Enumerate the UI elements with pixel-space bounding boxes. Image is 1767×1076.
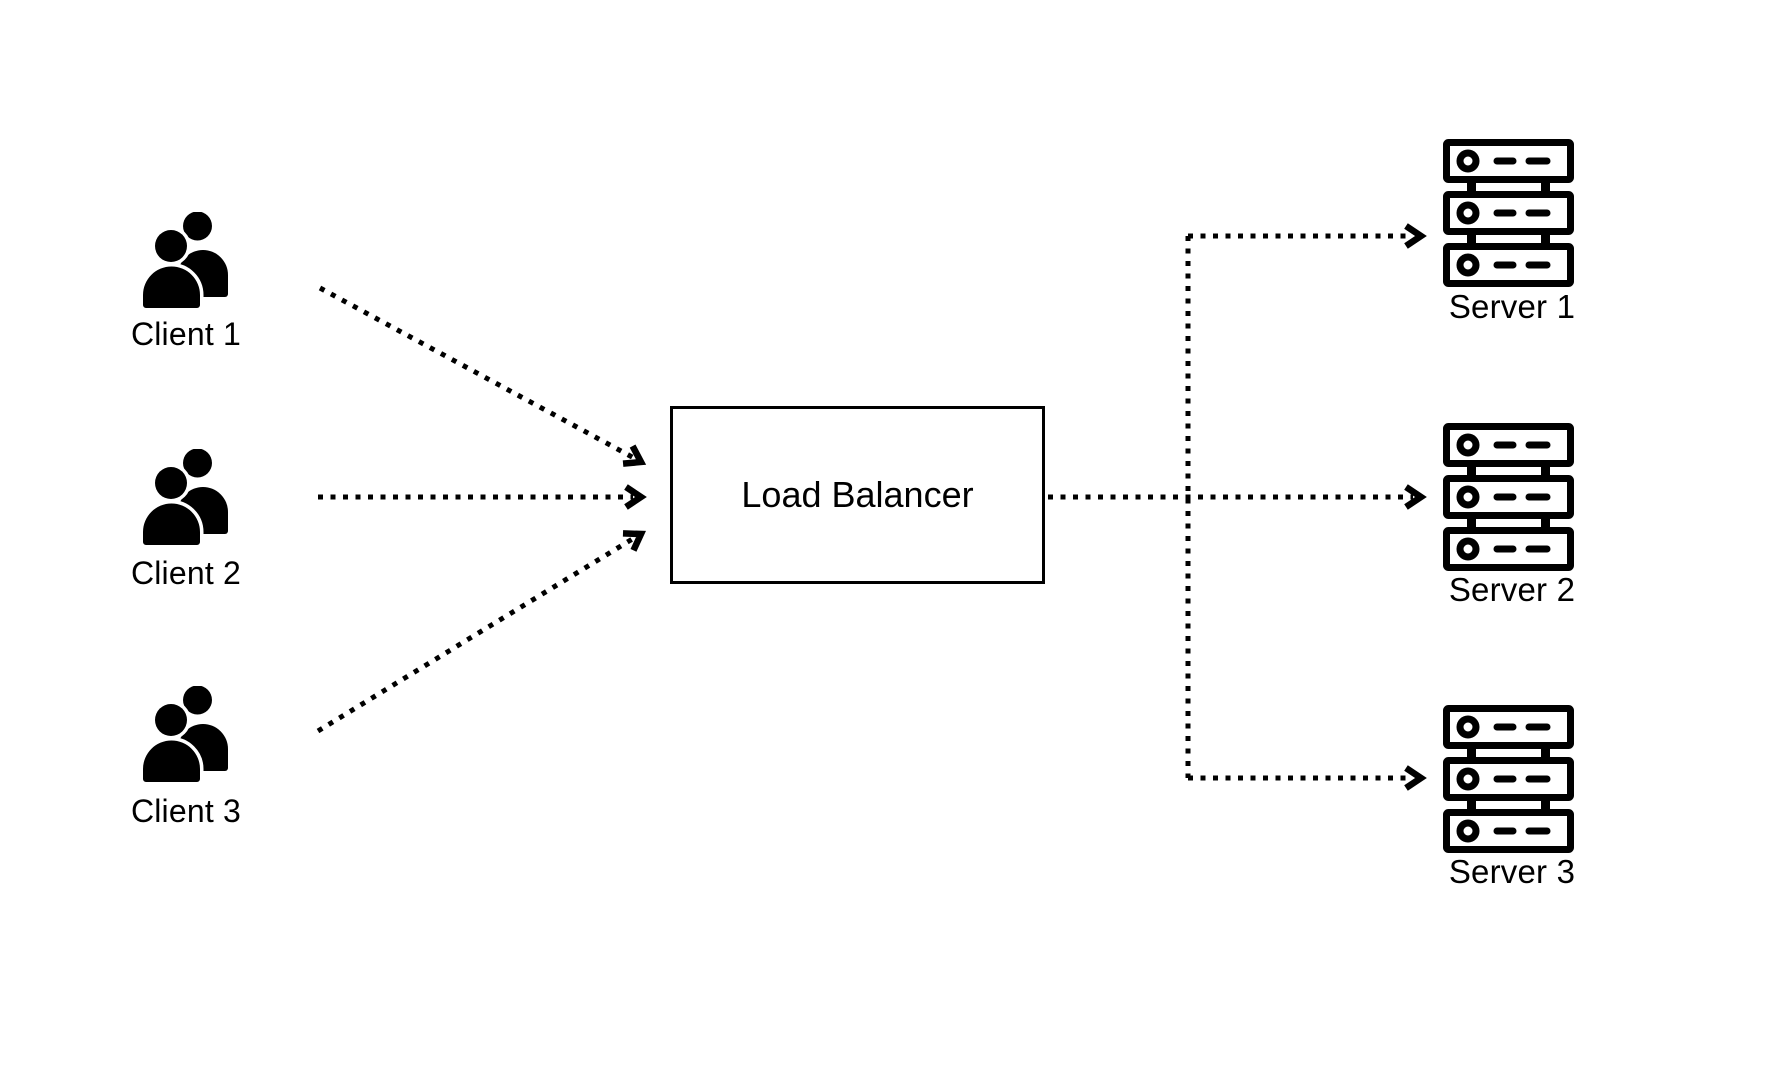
users-icon bbox=[142, 449, 228, 549]
arrowhead-to-load-balancer-3 bbox=[622, 530, 646, 552]
users-icon bbox=[142, 686, 228, 786]
arrow-client-1-to-load-balancer bbox=[318, 285, 636, 461]
arrowhead-to-load-balancer-2 bbox=[624, 484, 647, 510]
arrowhead-to-server-3 bbox=[1404, 765, 1427, 791]
server-label: Server 1 bbox=[1448, 288, 1576, 325]
client-label: Client 3 bbox=[130, 793, 242, 829]
server-rack-icon bbox=[1443, 139, 1574, 287]
client-label: Client 2 bbox=[130, 555, 242, 591]
load-balancer-label: Load Balancer bbox=[741, 474, 974, 515]
server-label: Server 3 bbox=[1448, 853, 1576, 890]
server-label: Server 2 bbox=[1448, 571, 1576, 608]
users-icon bbox=[142, 212, 228, 312]
arrowhead-to-server-1 bbox=[1404, 223, 1427, 249]
arrowhead-to-load-balancer-1 bbox=[622, 444, 647, 467]
arrow-client-3-to-load-balancer bbox=[316, 535, 636, 734]
server-rack-icon bbox=[1443, 423, 1574, 571]
client-label: Client 1 bbox=[130, 316, 242, 352]
server-rack-icon bbox=[1443, 705, 1574, 853]
load-balancer-box: Load Balancer bbox=[670, 406, 1045, 584]
arrowhead-to-server-2 bbox=[1404, 484, 1427, 510]
